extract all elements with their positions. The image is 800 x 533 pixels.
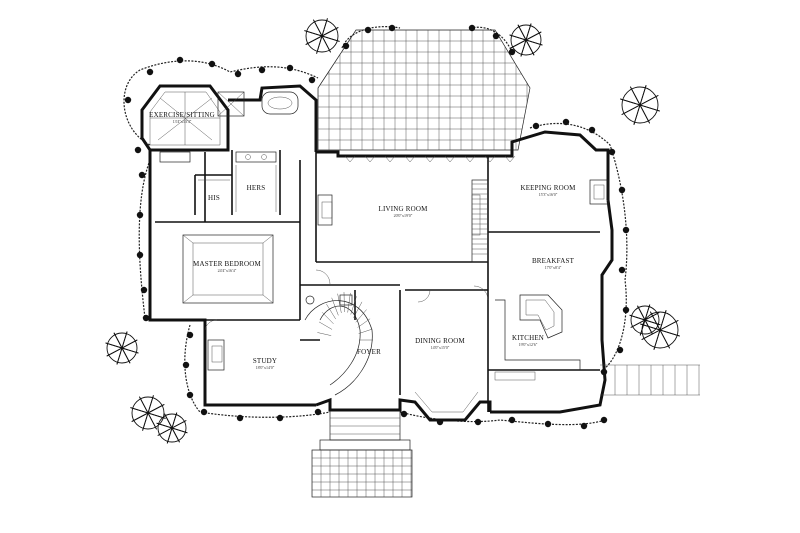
room-dims-living-room: 20'0"x19'0" bbox=[394, 213, 413, 218]
room-label-foyer: FOYER bbox=[357, 348, 381, 356]
room-dims-breakfast: 17'0"x8'4" bbox=[545, 265, 562, 270]
room-label-his: HIS bbox=[208, 194, 220, 202]
interior-details bbox=[149, 91, 700, 413]
rear-terrace bbox=[317, 29, 531, 151]
room-label-kitchen: KITCHEN bbox=[512, 334, 544, 342]
room-dims-dining-room: 14'0"x15'0" bbox=[431, 345, 450, 350]
room-label-keeping-room: KEEPING ROOM bbox=[520, 184, 576, 192]
room-label-breakfast: BREAKFAST bbox=[532, 257, 575, 265]
landscape-hedge bbox=[123, 24, 630, 430]
room-label-hers: HERS bbox=[247, 184, 266, 192]
trees bbox=[105, 18, 680, 444]
exterior-walls bbox=[140, 84, 614, 422]
room-dims-exercise-sitting: 13'4"x13'4" bbox=[173, 119, 192, 124]
room-dims-study: 18'0"x14'0" bbox=[256, 365, 275, 370]
room-label-dining-room: DINING ROOM bbox=[415, 337, 465, 345]
room-label-exercise-sitting: EXERCISE/SITTING bbox=[149, 111, 215, 119]
room-label-master-bedroom: MASTER BEDROOM bbox=[193, 260, 262, 268]
room-dims-kitchen: 19'0"x12'6" bbox=[519, 342, 538, 347]
room-label-study: STUDY bbox=[253, 357, 277, 365]
room-labels: EXERCISE/SITTING 13'4"x13'4" HIS HERS MA… bbox=[149, 111, 576, 370]
room-label-living-room: LIVING ROOM bbox=[378, 205, 428, 213]
room-dims-keeping-room: 15'3"x16'0" bbox=[539, 192, 558, 197]
front-steps bbox=[311, 409, 413, 498]
room-dims-master-bedroom: 24'4"x16'4" bbox=[218, 268, 237, 273]
